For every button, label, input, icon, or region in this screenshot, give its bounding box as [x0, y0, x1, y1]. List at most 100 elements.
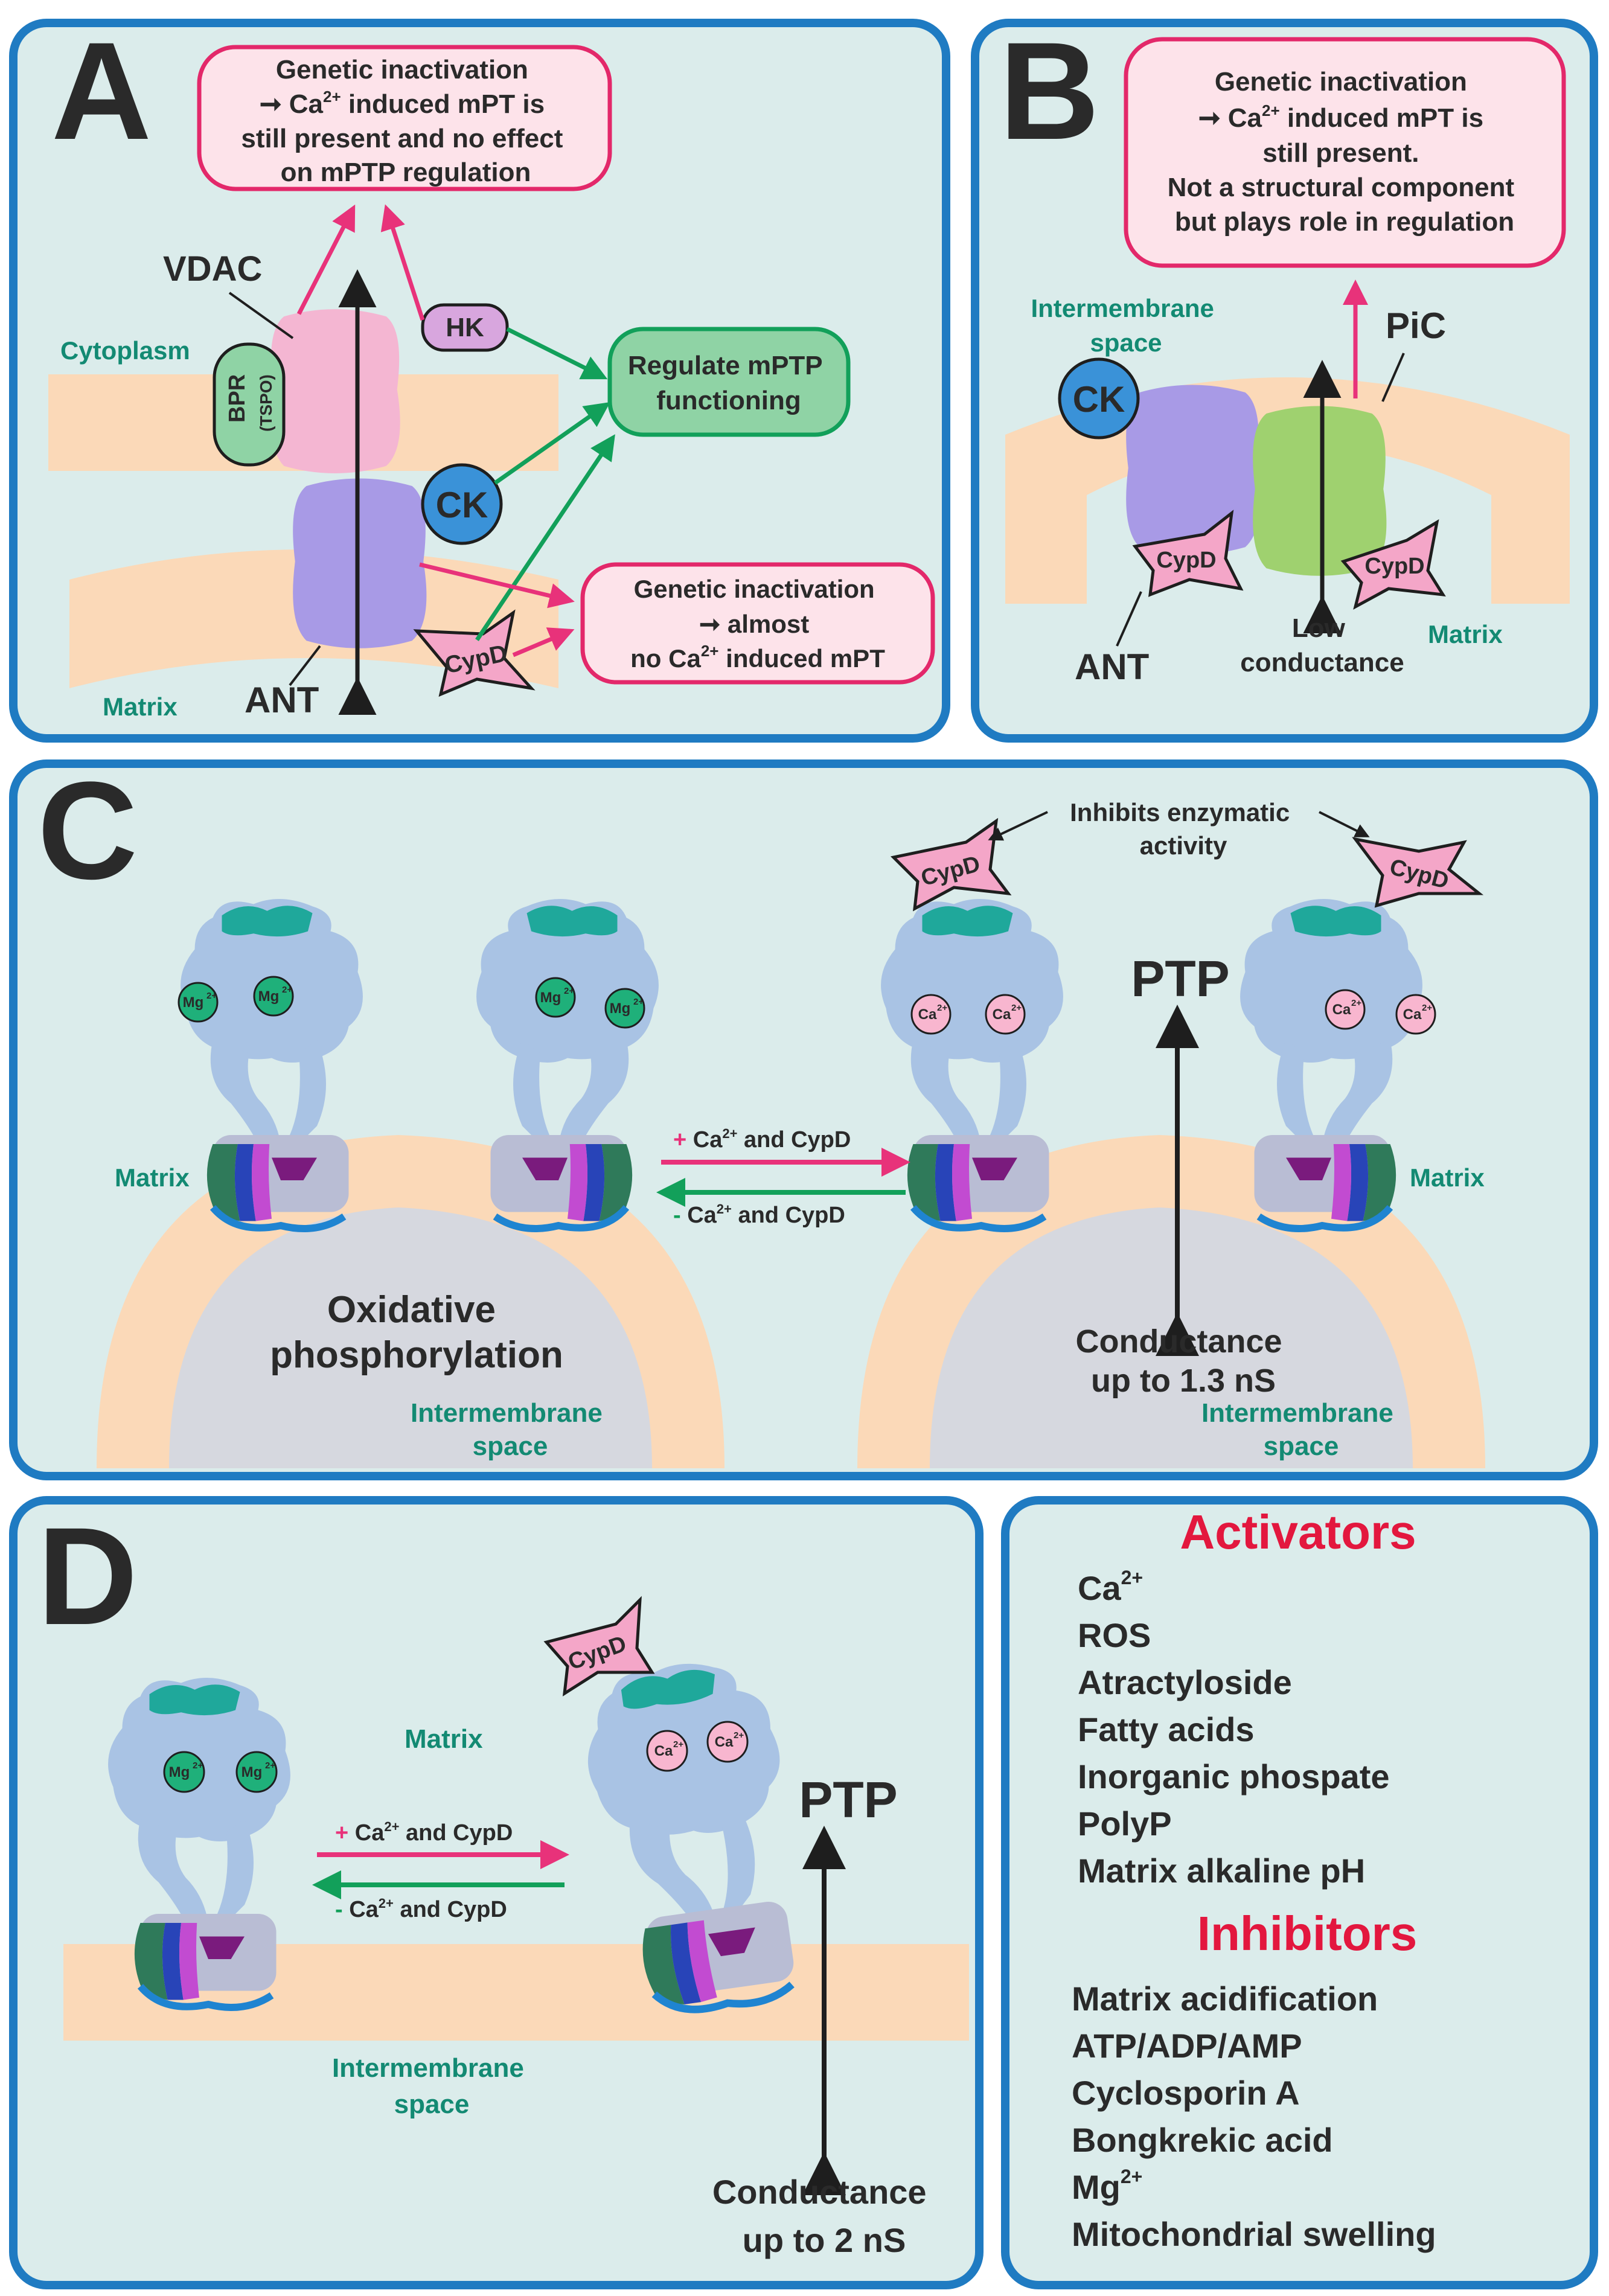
svg-text:2+: 2+ — [564, 986, 574, 996]
bpr-label: BPR — [225, 374, 250, 423]
plus-label-c: + Ca2+ and CypD — [673, 1126, 851, 1153]
svg-text:Inorganic phospate: Inorganic phospate — [1078, 1757, 1390, 1796]
cypd-star-b-right — [1340, 519, 1446, 610]
arrow-hk-note — [380, 204, 425, 321]
minus-label-c: - Ca2+ and CypD — [673, 1201, 845, 1228]
svg-text:Ca: Ca — [918, 1006, 937, 1023]
svg-text:2+: 2+ — [673, 1739, 683, 1750]
inhibits-pointer-right — [1319, 811, 1370, 837]
ptp-label-c: PTP — [1131, 950, 1229, 1007]
inhibitors-title: Inhibitors — [1197, 1907, 1417, 1960]
arrow-ck-regulate — [493, 401, 610, 485]
minus-label-d: - Ca2+ and CypD — [335, 1896, 507, 1922]
svg-text:Bongkrekic acid: Bongkrekic acid — [1072, 2121, 1333, 2159]
matrix-label-d: Matrix — [405, 1724, 483, 1754]
note-bottom-text: Genetic inactivation ➞ almost no Ca2+ in… — [630, 575, 885, 673]
matrix-label-b: Matrix — [1428, 620, 1503, 648]
hk-badge — [421, 303, 509, 352]
regulate-text: Regulate mPTP functioning — [628, 351, 830, 415]
ck-label: CK — [436, 485, 488, 525]
plus-label-d: + Ca2+ and CypD — [335, 1819, 513, 1846]
cypd-star-d — [543, 1596, 655, 1696]
note-b-text: Genetic inactivation ➞ Ca2+ induced mPT … — [1168, 67, 1522, 237]
cypd-label-b-right: CypD — [1364, 554, 1424, 579]
svg-text:Mitochondrial swelling: Mitochondrial swelling — [1072, 2215, 1436, 2253]
svg-text:Ca: Ca — [654, 1743, 673, 1759]
ck-badge-b — [1058, 357, 1140, 440]
svg-text:2+: 2+ — [1011, 1003, 1022, 1013]
intermembrane-d: Intermembrane space — [332, 2053, 531, 2119]
svg-text:Mg: Mg — [258, 988, 280, 1005]
pic-protein — [1253, 406, 1387, 576]
inhibitors-list: Matrix acidification ATP/ADP/AMP Cyclosp… — [1072, 1980, 1436, 2253]
svg-text:Mg: Mg — [183, 994, 204, 1011]
panel-a-letter: A — [51, 13, 152, 168]
panel-c-letter: C — [37, 753, 138, 908]
arrow-hk-regulate — [506, 327, 608, 380]
svg-text:ROS: ROS — [1078, 1616, 1151, 1654]
svg-text:2+: 2+ — [193, 1760, 203, 1771]
arrow-cypd-regulate — [475, 434, 615, 641]
ck-badge — [421, 463, 503, 545]
matrix-label-c-right: Matrix — [1410, 1163, 1485, 1192]
cypd-star — [413, 609, 536, 697]
ant-protein-b — [1126, 385, 1260, 555]
arrow-ant-note — [419, 562, 575, 609]
svg-text:PolyP: PolyP — [1078, 1805, 1172, 1843]
svg-text:Matrix alkaline pH: Matrix alkaline pH — [1078, 1852, 1365, 1890]
cypd-star-c-right — [1352, 837, 1484, 908]
regulate-box — [607, 327, 851, 437]
panel-d-letter: D — [37, 1498, 138, 1654]
svg-text:Ca: Ca — [993, 1006, 1011, 1023]
ca-ions-right: Ca Ca Ca Ca 2+ 2+ 2+ 2+ — [910, 989, 1436, 1035]
bpr-tspo — [213, 342, 286, 467]
svg-text:2+: 2+ — [206, 991, 217, 1001]
intermembrane-c-right: Intermembrane space — [1201, 1398, 1401, 1461]
svg-text:Ca: Ca — [1332, 1002, 1351, 1018]
svg-text:Mg: Mg — [242, 1764, 263, 1780]
ant-pointer — [289, 645, 321, 686]
svg-text:Mg: Mg — [610, 1000, 631, 1017]
note-top-text: Genetic inactivation ➞ Ca2+ induced mPT … — [241, 55, 570, 187]
cytoplasm-label: Cytoplasm — [60, 336, 190, 365]
arrow-cypd-note — [512, 627, 575, 657]
tspo-label: (TSPO) — [257, 374, 275, 432]
svg-text:2+: 2+ — [1351, 998, 1361, 1008]
ptp-label-d: PTP — [799, 1771, 897, 1828]
svg-text:Ca: Ca — [1403, 1006, 1422, 1023]
inhibits-label: Inhibits enzymatic activity — [1070, 798, 1297, 860]
ca-ions-d: Ca Ca 2+ 2+ — [646, 1721, 749, 1772]
arrow-vdac-note — [296, 204, 356, 315]
mg-ions-left: Mg Mg Mg Mg 2+ 2+ 2+ 2+ — [178, 976, 645, 1029]
vdac-pointer — [228, 292, 294, 339]
mg-ions-d: Mg Mg 2+ 2+ — [163, 1751, 278, 1793]
ant-protein — [293, 478, 427, 648]
note-bottom — [580, 562, 935, 685]
note-b — [1124, 37, 1566, 268]
intermembrane-c-left: Intermembrane space — [411, 1398, 610, 1461]
ant-pointer-b — [1116, 591, 1142, 647]
cypd-star-c-left — [890, 817, 1012, 912]
note-top — [197, 45, 612, 191]
cypd-star-b-left — [1132, 510, 1244, 597]
vdac-protein — [270, 309, 400, 473]
inhibits-pointer-left — [988, 811, 1048, 841]
pic-pointer — [1381, 353, 1405, 402]
svg-text:2+: 2+ — [633, 997, 644, 1007]
svg-text:2+: 2+ — [734, 1730, 744, 1741]
intermembrane-b: Intermembrane space — [1031, 294, 1221, 357]
svg-text:Matrix acidification: Matrix acidification — [1072, 1980, 1378, 2018]
oxphos-label: Oxidative phosphorylation — [270, 1289, 563, 1376]
pic-label: PiC — [1386, 305, 1446, 346]
svg-text:Fatty acids: Fatty acids — [1078, 1710, 1255, 1748]
hk-label: HK — [446, 313, 484, 342]
svg-text:Atractyloside: Atractyloside — [1078, 1663, 1292, 1701]
dome-left-inner — [169, 1207, 652, 1468]
matrix-label: Matrix — [103, 692, 178, 721]
svg-text:ATP/ADP/AMP: ATP/ADP/AMP — [1072, 2027, 1302, 2065]
svg-text:Mg2+: Mg2+ — [1072, 2166, 1142, 2206]
matrix-label-c-left: Matrix — [115, 1163, 190, 1192]
svg-text:Cyclosporin A: Cyclosporin A — [1072, 2074, 1300, 2112]
activators-list: Ca2+ ROS Atractyloside Fatty acids Inorg… — [1078, 1567, 1390, 1890]
